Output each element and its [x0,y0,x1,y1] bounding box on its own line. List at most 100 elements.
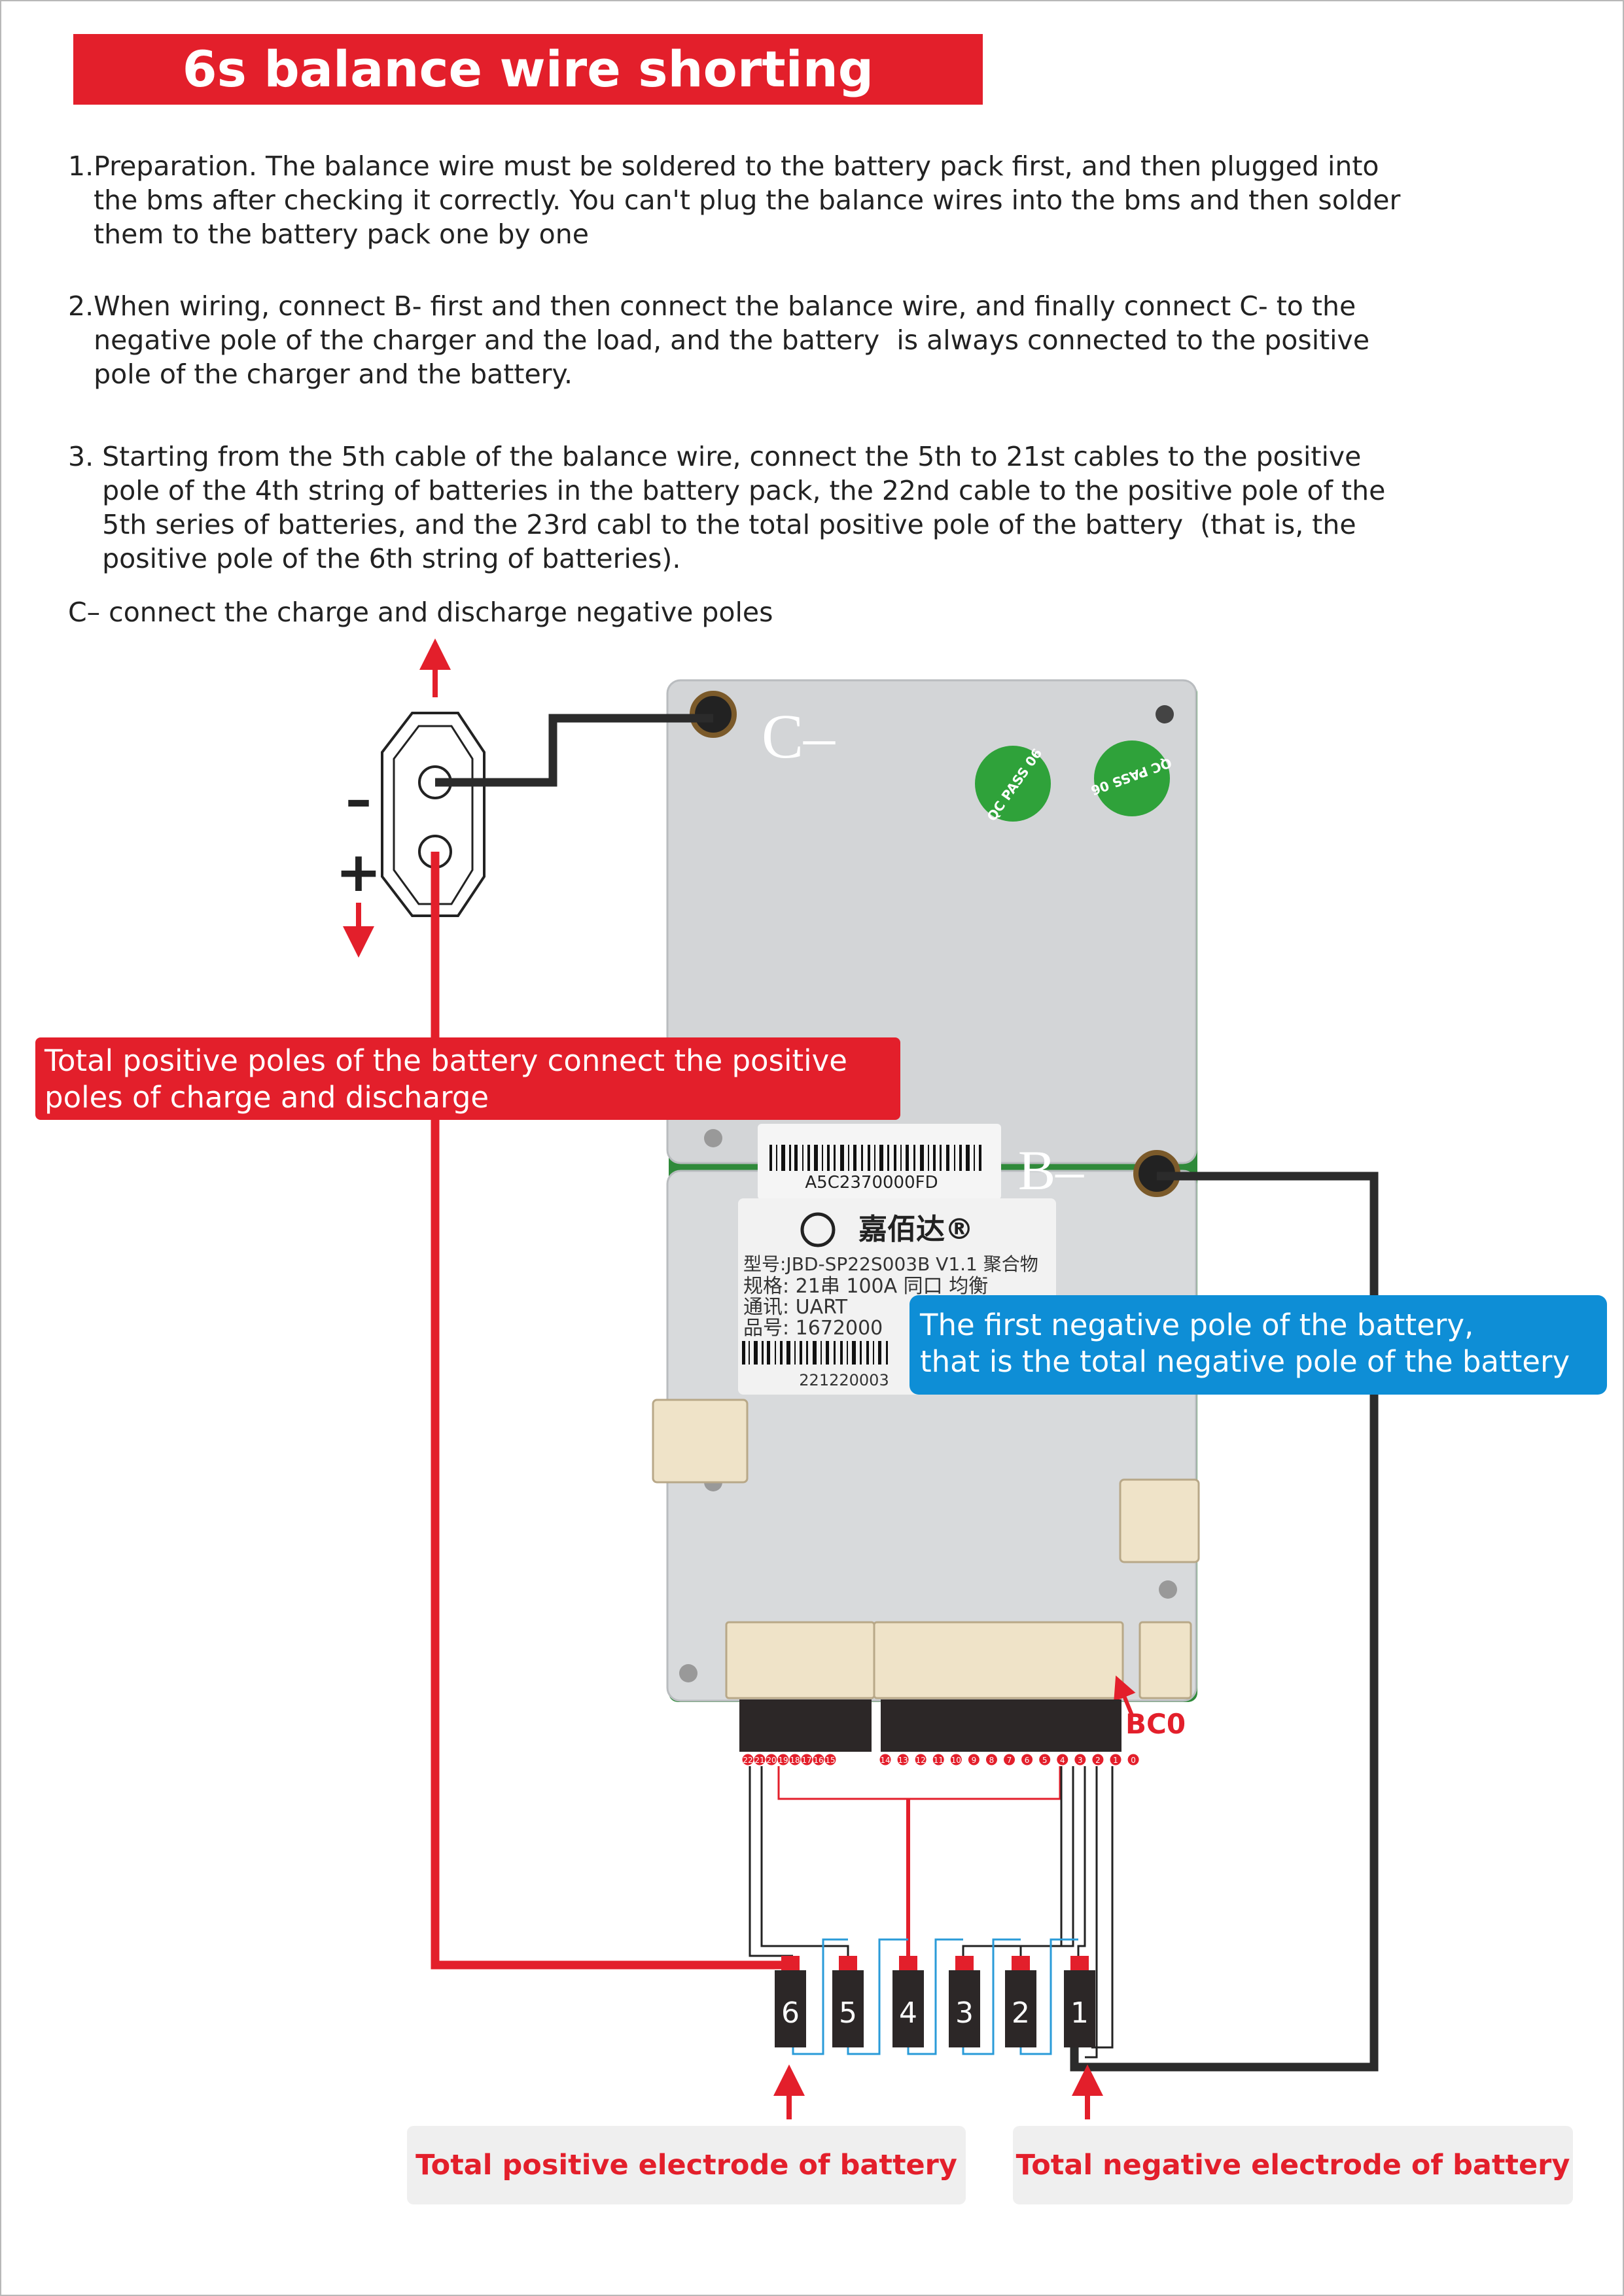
pin-dot [915,1754,927,1765]
bms-board: C– B– QC PASS 06 QC PASS 06 A5C2370000FD… [652,679,1200,1740]
cell-number: 2 [1012,1996,1030,2030]
total-negative-electrode-label: Total negative electrode of battery [1013,2126,1573,2204]
pin-dot [766,1754,777,1765]
pin-dot [824,1754,836,1765]
side-connector [1119,1478,1200,1563]
side-connector [652,1399,749,1484]
total-positive-electrode-label: Total positive electrode of battery [407,2126,966,2204]
pin-label: 16 [813,1756,823,1765]
pin-label: 19 [778,1756,788,1765]
instruction-step-3: 3. Starting from the 5th cable of the ba… [68,440,1508,576]
pin-label: 1 [1113,1756,1118,1765]
cell-number: 6 [781,1996,800,2030]
battery-cell [1064,1970,1095,2047]
product-spec-line: 品号: 1672000 [743,1317,883,1340]
pin-label: 5 [1042,1756,1048,1765]
brand-name: 嘉佰达® [858,1213,974,1246]
barcode-bottom-text: 221220003 [799,1371,889,1389]
pin-dot [897,1754,909,1765]
pin-dot [1039,1754,1051,1765]
cell-positive-terminal [1070,1956,1089,1970]
instruction-line: pole of the charger and the battery. [68,358,573,390]
pin-dot [879,1754,891,1765]
instruction-line: positive pole of the 6th string of batte… [68,543,681,574]
product-spec-line: 通讯: UART [743,1296,848,1319]
barcode-top-text: A5C2370000FD [805,1173,938,1192]
bc0-label: BC0 [1125,1708,1186,1740]
pin-dot [754,1754,766,1765]
cell-positive-terminal [899,1956,917,1970]
pin-label: 10 [951,1756,961,1765]
c-minus-wire [435,714,713,787]
battery-cell [1005,1970,1036,2047]
balance-connector [873,1621,1124,1699]
qc-sticker [975,746,1051,822]
instruction-line: 1.Preparation. The balance wire must be … [68,150,1379,182]
pin-block [739,1699,872,1752]
brand-logo-icon [800,1212,836,1247]
pin-label: 20 [766,1756,776,1765]
minus-symbol: – [345,769,372,830]
plus-symbol: + [336,840,381,904]
charge-discharge-connector: – + [336,638,485,958]
instruction-line: 5th series of batteries, and the 23rd ca… [68,509,1356,540]
instruction-line: 3. Starting from the 5th cable of the ba… [68,441,1362,472]
pin-label: 8 [989,1756,995,1765]
pin-dot [932,1754,944,1765]
pin-dot [1074,1754,1086,1765]
barcode-top [769,1145,981,1171]
cell-positive-terminal [839,1956,857,1970]
total-positive-poles-label: Total positive poles of the battery conn… [35,1037,900,1120]
pin-dot [742,1754,754,1765]
first-negative-pole-label: The first negative pole of the battery, … [909,1295,1607,1395]
battery-cell [775,1970,806,2047]
pin-block [881,1699,1121,1752]
pin-label: 18 [790,1756,800,1765]
pin-label: 17 [802,1756,811,1765]
pin-label: 0 [1131,1756,1136,1765]
cell-positive-terminal [955,1956,974,1970]
pin-label: 15 [825,1756,835,1765]
balance-wires [749,1766,1114,2059]
cell-number: 5 [839,1996,857,2030]
total-positive-wire [431,852,789,1970]
instruction-line: 2.When wiring, connect B- first and then… [68,290,1356,322]
pin-dot [1127,1754,1139,1765]
pin-dot [1110,1754,1121,1765]
battery-cell [832,1970,864,2047]
instruction-line: pole of the 4th string of batteries in t… [68,475,1386,506]
balance-connector [1139,1621,1192,1699]
bc0-arrow [1114,1675,1136,1716]
pin-label: 3 [1078,1756,1083,1765]
c-minus-board-label: C– [762,701,836,771]
pin-label: 11 [934,1756,944,1765]
battery-cell [892,1970,924,2047]
pin-dot [1021,1754,1033,1765]
pin-dot [968,1754,980,1765]
mount-hole [1159,1580,1177,1599]
pin-label: 2 [1095,1756,1101,1765]
pin-dot [985,1754,997,1765]
cell-number: 4 [899,1996,917,2030]
instruction-step-2: 2.When wiring, connect B- first and then… [68,289,1508,391]
battery-cell [949,1970,980,2047]
page-title: 6s balance wire shorting method [73,34,983,169]
b-minus-wire [1070,1172,1379,2072]
pin-label: 14 [880,1756,890,1765]
cell-positive-terminal [1012,1956,1030,1970]
pin-label: 9 [972,1756,977,1765]
pin-label: 22 [743,1756,752,1765]
pin-dot [1092,1754,1104,1765]
pin-dot [1057,1754,1068,1765]
pin-label: 4 [1060,1756,1065,1765]
label-line: The first negative pole of the battery, [920,1308,1474,1342]
mount-hole [679,1664,697,1682]
pin-dot [789,1754,801,1765]
connector-body [381,712,485,917]
label-line: Total positive poles of the battery conn… [44,1043,847,1078]
instruction-line: them to the battery pack one by one [68,218,589,250]
pin-dot [813,1754,824,1765]
pin-label: 6 [1025,1756,1030,1765]
c-minus-note: C– connect the charge and discharge nega… [68,597,773,628]
